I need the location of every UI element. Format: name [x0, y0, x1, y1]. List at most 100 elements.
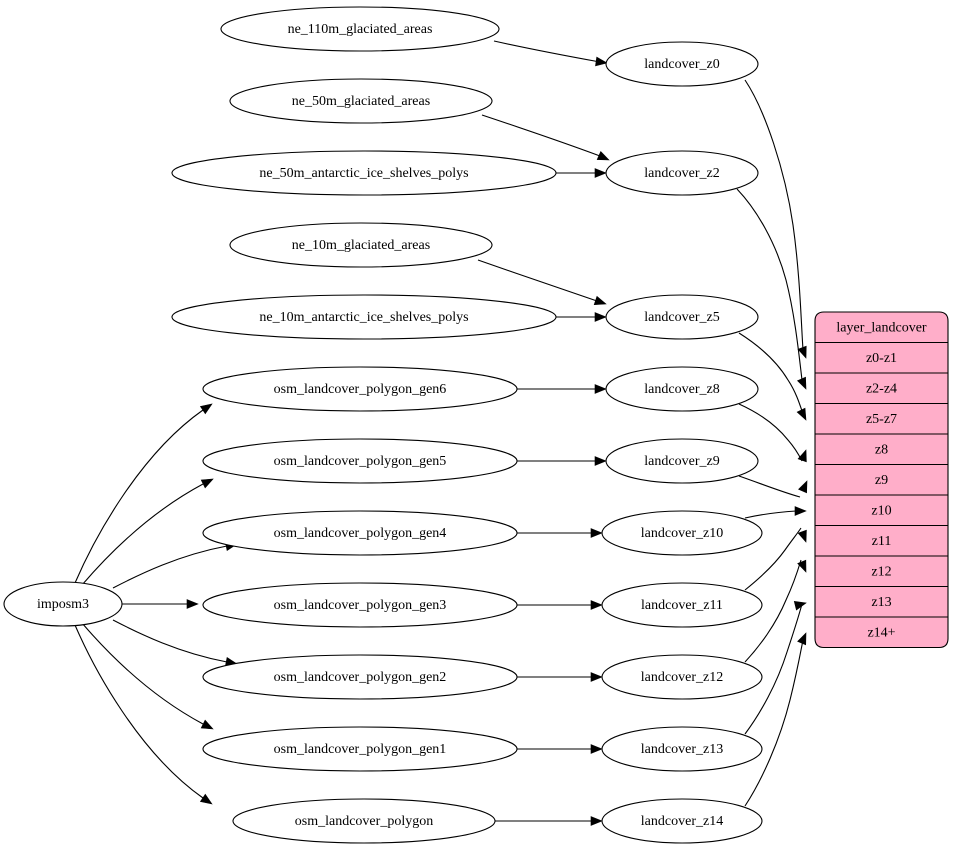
record-row-label: z8: [875, 442, 888, 457]
landcover-node-ellipse: [605, 366, 759, 412]
osm-source-node-ellipse: [232, 798, 496, 844]
record-table-outline: [814, 311, 949, 649]
record-row-z2-z4[interactable]: z2-z4: [815, 372, 948, 396]
arrow-head-icon: [594, 384, 607, 394]
node-label: ne_10m_antarctic_ice_shelves_polys: [259, 310, 468, 325]
edge-line: [112, 619, 228, 663]
node-landcover_z8[interactable]: landcover_z8: [605, 366, 759, 412]
record-row-label: z12: [871, 564, 891, 579]
record-row-label: z11: [872, 534, 892, 549]
node-landcover_z10[interactable]: landcover_z10: [601, 510, 763, 556]
ne-source-node-ellipse: [220, 6, 500, 52]
landcover-node-ellipse: [605, 294, 759, 340]
ne-source-node-ellipse: [229, 78, 493, 124]
edge-osm_landcover_polygon_gen5-to-landcover_z9: [517, 456, 607, 466]
arrow-head-icon: [199, 793, 213, 805]
edge-imposm3-to-osm_landcover_polygon: [74, 624, 213, 805]
arrow-head-icon: [186, 599, 199, 609]
record-row-z10[interactable]: z10: [815, 494, 948, 518]
edge-landcover_z14-to-layer_landcover-z14-: [744, 632, 807, 807]
edge-line: [81, 622, 204, 725]
node-ne_110m_glaciated_areas[interactable]: ne_110m_glaciated_areas: [220, 6, 500, 52]
node-landcover_z14[interactable]: landcover_z14: [601, 798, 763, 844]
node-label: landcover_z13: [641, 742, 723, 757]
node-ne_50m_glaciated_areas[interactable]: ne_50m_glaciated_areas: [229, 78, 493, 124]
node-imposm3[interactable]: imposm3: [3, 581, 123, 627]
node-label: imposm3: [37, 597, 89, 612]
record-table-layer: layer_landcover z0-z1 z2-z4 z5-z7 z8 z9 z10 z11…: [814, 311, 949, 649]
node-label: osm_landcover_polygon: [295, 814, 433, 829]
node-label: landcover_z2: [644, 166, 719, 181]
edge-line: [481, 114, 601, 157]
edge-imposm3-to-osm_landcover_polygon_gen1: [81, 622, 214, 730]
node-landcover_z12[interactable]: landcover_z12: [601, 654, 763, 700]
source-node-ellipse: [3, 581, 123, 627]
edge-line: [112, 545, 228, 589]
record-row-label: z10: [871, 503, 891, 518]
edge-imposm3-to-osm_landcover_polygon_gen6: [74, 403, 213, 584]
nodes-layer: imposm3 ne_110m_glaciated_areas ne_50m_gla…: [3, 6, 763, 844]
edge-osm_landcover_polygon_gen2-to-landcover_z12: [517, 672, 603, 682]
edge-landcover_z8-to-layer_landcover-z8: [738, 403, 807, 463]
edge-line: [736, 188, 803, 381]
edge-landcover_z0-to-layer_landcover-z0-z1: [744, 79, 807, 359]
node-landcover_z13[interactable]: landcover_z13: [601, 726, 763, 772]
node-landcover_z5[interactable]: landcover_z5: [605, 294, 759, 340]
record-row-z13[interactable]: z13: [815, 585, 948, 610]
arrow-head-icon: [200, 478, 214, 489]
arrow-head-icon: [594, 168, 607, 178]
record-header-cell[interactable]: layer_landcover: [836, 320, 927, 335]
edge-line: [81, 483, 204, 586]
node-osm_landcover_polygon[interactable]: osm_landcover_polygon: [232, 798, 496, 844]
arrow-head-icon: [596, 150, 610, 161]
node-osm_landcover_polygon_gen1[interactable]: osm_landcover_polygon_gen1: [202, 726, 518, 772]
osm-source-node-ellipse: [202, 366, 518, 412]
node-label: landcover_z14: [641, 814, 723, 829]
arrow-head-icon: [593, 295, 607, 306]
arrow-head-icon: [594, 312, 607, 322]
edge-line: [744, 510, 797, 519]
landcover-node-ellipse: [601, 726, 763, 772]
node-landcover_z11[interactable]: landcover_z11: [601, 582, 763, 628]
edge-line: [744, 639, 804, 807]
record-row-z8[interactable]: z8: [815, 433, 948, 457]
record-row-z14+[interactable]: z14+: [815, 616, 948, 640]
arrow-head-icon: [590, 600, 603, 610]
record-row-z9[interactable]: z9: [815, 463, 948, 488]
edges-layer: [74, 40, 808, 826]
arrow-head-icon: [797, 632, 807, 646]
edge-landcover_z9-to-layer_landcover-z9: [738, 475, 808, 498]
record-row-label: z0-z1: [866, 351, 897, 366]
node-ne_50m_antarctic_ice_shelves_polys[interactable]: ne_50m_antarctic_ice_shelves_polys: [171, 150, 557, 196]
node-osm_landcover_polygon_gen6[interactable]: osm_landcover_polygon_gen6: [202, 366, 518, 412]
node-ne_10m_antarctic_ice_shelves_polys[interactable]: ne_10m_antarctic_ice_shelves_polys: [171, 294, 557, 340]
node-landcover_z2[interactable]: landcover_z2: [605, 150, 759, 196]
node-landcover_z0[interactable]: landcover_z0: [605, 41, 759, 87]
landcover-node-ellipse: [601, 654, 763, 700]
node-osm_landcover_polygon_gen4[interactable]: osm_landcover_polygon_gen4: [202, 510, 518, 556]
ne-source-node-ellipse: [171, 294, 557, 340]
node-osm_landcover_polygon_gen2[interactable]: osm_landcover_polygon_gen2: [202, 654, 518, 700]
arrow-head-icon: [590, 672, 603, 682]
edge-line: [738, 403, 803, 462]
landcover-node-ellipse: [601, 582, 763, 628]
edge-line: [738, 475, 801, 498]
node-label: ne_50m_antarctic_ice_shelves_polys: [259, 166, 468, 181]
record-row-z5-z7[interactable]: z5-z7: [815, 402, 948, 427]
node-ne_10m_glaciated_areas[interactable]: ne_10m_glaciated_areas: [229, 222, 493, 268]
edge-osm_landcover_polygon_gen3-to-landcover_z11: [517, 600, 603, 610]
record-row-label: z9: [875, 473, 888, 488]
record-row-z12[interactable]: z12: [815, 555, 948, 579]
edge-landcover_z2-to-layer_landcover-z2-z4: [736, 188, 807, 390]
node-label: osm_landcover_polygon_gen5: [274, 454, 447, 469]
record-row-z0-z1[interactable]: z0-z1: [815, 341, 948, 366]
record-row-z11[interactable]: z11: [815, 524, 948, 549]
record-row-label: z14+: [867, 625, 895, 640]
node-landcover_z9[interactable]: landcover_z9: [605, 438, 759, 484]
node-osm_landcover_polygon_gen3[interactable]: osm_landcover_polygon_gen3: [202, 582, 518, 628]
node-osm_landcover_polygon_gen5[interactable]: osm_landcover_polygon_gen5: [202, 438, 518, 484]
node-label: landcover_z8: [644, 382, 719, 397]
node-label: landcover_z0: [644, 57, 719, 72]
edge-imposm3-to-osm_landcover_polygon_gen3: [122, 599, 199, 609]
edge-landcover_z11-to-layer_landcover-z11: [744, 527, 807, 591]
